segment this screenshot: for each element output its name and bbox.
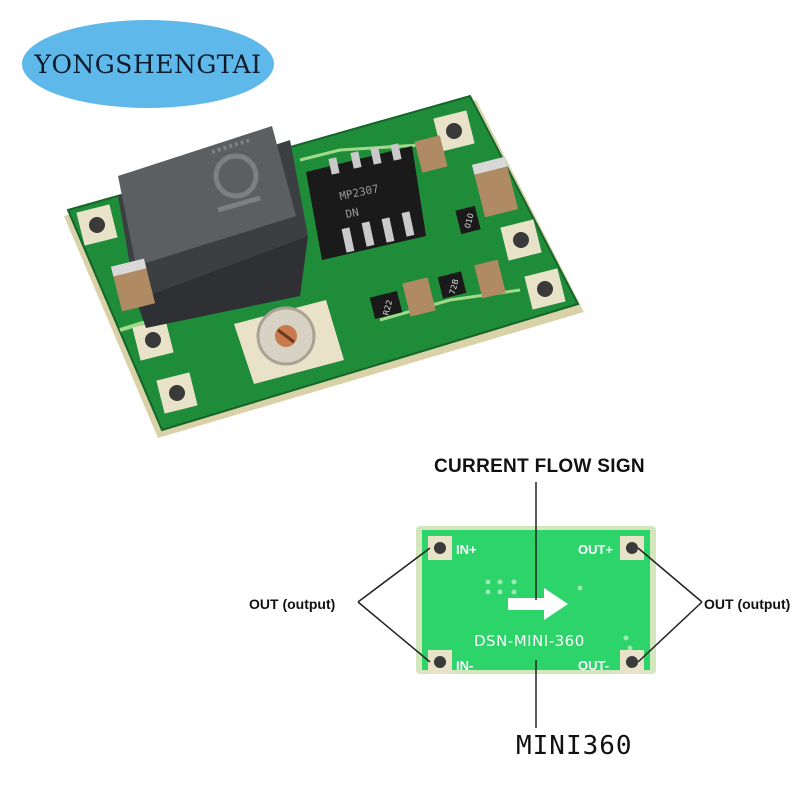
pin-label-out-minus: OUT- xyxy=(578,658,609,673)
capacitor xyxy=(402,277,436,317)
capacitor xyxy=(474,259,506,299)
board-photo: MP2307 DN R22 72B 010 xyxy=(64,94,584,438)
pcb-pad xyxy=(76,204,118,246)
output-label-right: OUT (output) xyxy=(704,596,791,612)
pad-in-minus xyxy=(428,650,452,674)
brand-name: YONGSHENGTAI xyxy=(34,49,262,79)
pcb-pad xyxy=(524,268,566,310)
ic-marking-line2: DN xyxy=(344,206,360,221)
pin-label-in-minus: IN- xyxy=(456,658,473,673)
inductor xyxy=(118,126,308,328)
output-label-left: OUT (output) xyxy=(249,596,336,612)
capacitor xyxy=(471,156,519,218)
resistor: 010 xyxy=(455,205,481,235)
resistor: 72B xyxy=(437,271,467,299)
pcb-pad xyxy=(132,319,174,361)
model-label: MINI360 xyxy=(516,731,633,761)
resistor: R22 xyxy=(369,290,403,320)
pad-out-minus xyxy=(620,650,644,674)
board-silkscreen: DSN-MINI-360 xyxy=(474,632,585,650)
capacitor xyxy=(110,258,156,312)
pin-label-in-plus: IN+ xyxy=(456,542,477,557)
pad-in-plus xyxy=(428,536,452,560)
pin-label-out-plus: OUT+ xyxy=(578,542,613,557)
ic-chip: MP2307 DN xyxy=(306,143,426,260)
pad-out-plus xyxy=(620,536,644,560)
small-part-marking: 010 xyxy=(463,212,476,229)
flow-diagram: IN+ OUT+ IN- OUT- DSN-MINI-360 xyxy=(357,482,703,728)
capacitor xyxy=(414,135,448,173)
current-flow-arrow-icon xyxy=(508,588,568,620)
board-vias xyxy=(485,579,633,651)
pcb-pad xyxy=(156,372,198,414)
pcb-pad xyxy=(433,110,475,152)
trimmer-potentiometer xyxy=(234,300,344,384)
leader-lines xyxy=(357,482,703,728)
resistor-marking: R22 xyxy=(381,299,394,317)
resistor-marking: 72B xyxy=(448,278,461,295)
brand-badge: YONGSHENGTAI xyxy=(22,20,274,108)
pcb-pad xyxy=(500,219,542,261)
current-flow-title: CURRENT FLOW SIGN xyxy=(434,456,645,477)
